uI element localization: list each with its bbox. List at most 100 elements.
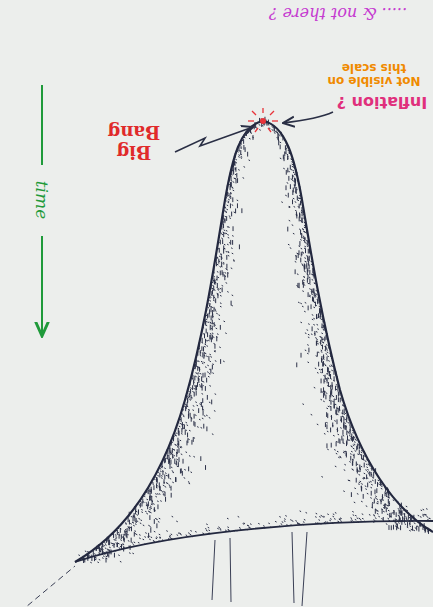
stipple-dot	[311, 274, 313, 275]
stipple-dot	[108, 553, 109, 557]
stipple-dot	[309, 283, 311, 284]
stipple-dot	[321, 358, 322, 362]
stipple-dot	[409, 530, 411, 531]
stipple-dot	[195, 414, 197, 415]
stipple-dot	[178, 463, 179, 467]
stipple-dot	[298, 254, 299, 258]
stipple-dot	[357, 445, 358, 449]
stipple-dot	[321, 379, 322, 383]
stipple-dot	[180, 447, 182, 448]
stipple-dot	[309, 265, 310, 269]
stipple-dot	[199, 367, 200, 371]
stipple-dot	[357, 469, 358, 473]
stipple-dot	[335, 512, 337, 513]
stipple-dot	[349, 480, 351, 481]
stipple-dot	[337, 451, 339, 452]
stipple-dot	[215, 280, 216, 284]
stipple-dot	[339, 456, 341, 457]
stipple-dot	[292, 166, 294, 167]
stipple-dot	[171, 486, 172, 490]
stipple-dot	[287, 227, 288, 231]
stipple-dot	[209, 361, 211, 362]
stipple-dot	[189, 455, 191, 456]
stipple-dot	[331, 443, 332, 447]
stipple-dot	[78, 555, 80, 556]
stipple-dot	[120, 539, 122, 540]
stipple-dot	[227, 202, 229, 203]
stipple-dot	[248, 527, 250, 528]
stipple-dot	[238, 156, 240, 157]
stipple-dot	[150, 506, 152, 507]
stipple-dot	[113, 539, 115, 540]
stipple-dot	[198, 409, 199, 413]
stipple-dot	[154, 520, 155, 524]
stipple-dot	[198, 377, 199, 381]
stipple-dot	[177, 466, 179, 467]
stipple-dot	[201, 347, 202, 351]
stipple-dot	[112, 543, 114, 544]
stipple-dot	[182, 427, 184, 428]
stipple-dot	[372, 504, 373, 508]
stipple-dot	[344, 422, 346, 423]
stipple-dot	[204, 346, 206, 347]
stipple-dot	[321, 389, 322, 393]
stipple-dot	[299, 241, 300, 245]
stipple-dot	[160, 487, 161, 491]
stipple-dot	[426, 508, 428, 509]
stipple-dot	[201, 381, 203, 382]
stipple-dot	[213, 295, 214, 299]
stipple-dot	[370, 487, 372, 488]
stipple-dot	[312, 314, 314, 315]
stipple-dot	[193, 438, 194, 442]
bell-outline-left	[75, 121, 263, 562]
stipple-dot	[409, 523, 411, 524]
stipple-dot	[350, 426, 351, 430]
stipple-dot	[411, 518, 413, 519]
stipple-dot	[326, 373, 328, 374]
stipple-dot	[318, 314, 319, 318]
stipple-dot	[301, 252, 302, 256]
stipple-dot	[117, 531, 118, 535]
stipple-dot	[217, 333, 219, 334]
stipple-dot	[367, 469, 369, 470]
stipple-dot	[278, 141, 279, 145]
stipple-dot	[248, 160, 250, 161]
stipple-dot	[407, 527, 409, 528]
stipple-dot	[225, 333, 227, 334]
stipple-dot	[316, 355, 318, 356]
stipple-dot	[209, 354, 211, 355]
stipple-dot	[224, 244, 226, 245]
stipple-dot	[205, 373, 206, 377]
stipple-dot	[227, 226, 229, 227]
stipple-dot	[313, 324, 315, 325]
stipple-dot	[346, 453, 347, 457]
stipple-dot	[197, 383, 198, 387]
stipple-dot	[231, 247, 233, 248]
stipple-dot	[352, 511, 354, 512]
stipple-dot	[209, 402, 211, 403]
stipple-dot	[350, 438, 352, 439]
stipple-dot	[215, 328, 217, 329]
stipple-dot	[107, 549, 109, 550]
stipple-dot	[325, 346, 326, 350]
stipple-dot	[172, 456, 174, 457]
stipple-dot	[259, 129, 261, 130]
stipple-dot	[223, 263, 225, 264]
stipple-dot	[211, 338, 212, 342]
stipple-dot	[168, 455, 169, 459]
time-axis-label: time	[33, 181, 52, 219]
stipple-dot	[362, 518, 364, 519]
stipple-dot	[202, 418, 204, 419]
stipple-dot	[223, 321, 225, 322]
stipple-dot	[207, 314, 208, 318]
stipple-dot	[242, 177, 244, 178]
stipple-dot	[148, 490, 149, 494]
stipple-dot	[383, 507, 385, 508]
stipple-dot	[309, 279, 310, 283]
stipple-dot	[327, 449, 329, 450]
stipple-dot	[175, 478, 176, 482]
stipple-dot	[354, 454, 355, 458]
stipple-dot	[298, 302, 300, 303]
stipple-dot	[174, 444, 176, 445]
stipple-dot	[295, 255, 297, 256]
